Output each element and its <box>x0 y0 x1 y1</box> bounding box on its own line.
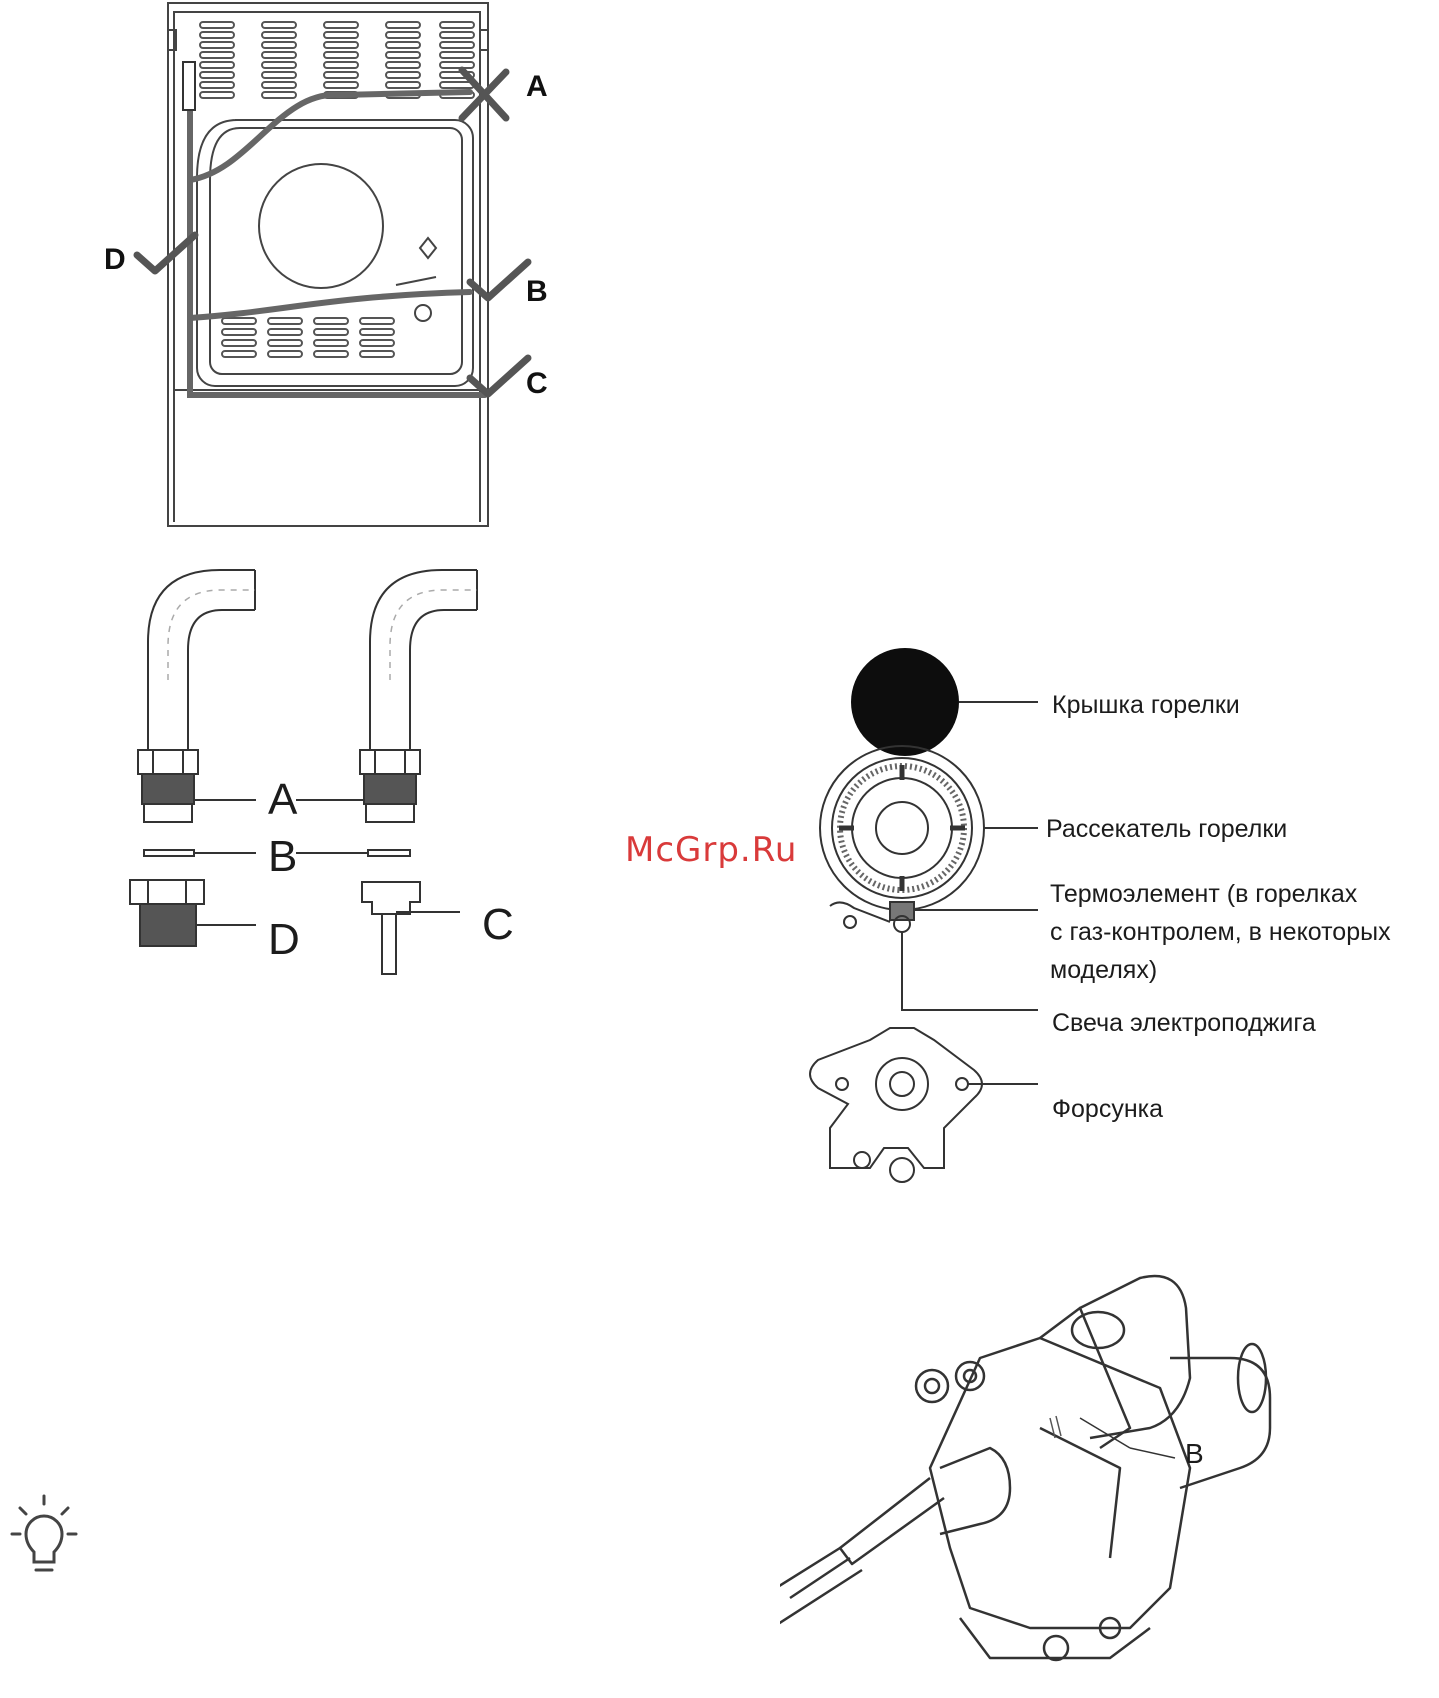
fitting-a-label: A <box>268 775 297 825</box>
gas-valve-diagram <box>780 1268 1340 1688</box>
lightbulb-icon <box>4 1490 84 1580</box>
fitting-d-label: D <box>268 915 300 965</box>
fitting-b-label: B <box>268 832 297 882</box>
marker-d-label: D <box>104 243 126 277</box>
marker-b-label: B <box>526 275 548 309</box>
spark-plug-label: Свеча электроподжига <box>1052 1004 1316 1042</box>
fitting-c-label: C <box>482 900 514 950</box>
oven-rear-diagram <box>0 0 600 540</box>
thermocouple-label-line3: моделях) <box>1050 951 1157 989</box>
burner-spreader-label: Рассекатель горелки <box>1046 810 1287 848</box>
marker-a-label: A <box>526 70 548 104</box>
injector-label: Форсунка <box>1052 1090 1163 1128</box>
fittings-diagram <box>100 560 660 980</box>
valve-b-label: B <box>1185 1438 1204 1470</box>
burner-diagram <box>760 640 1060 1200</box>
watermark: McGrp.Ru <box>625 830 797 870</box>
marker-c-label: C <box>526 367 548 401</box>
burner-cap-label: Крышка горелки <box>1052 686 1240 724</box>
thermocouple-label-line2: с газ-контролем, в некоторых <box>1050 913 1391 951</box>
thermocouple-label-line1: Термоэлемент (в горелках <box>1050 875 1357 913</box>
